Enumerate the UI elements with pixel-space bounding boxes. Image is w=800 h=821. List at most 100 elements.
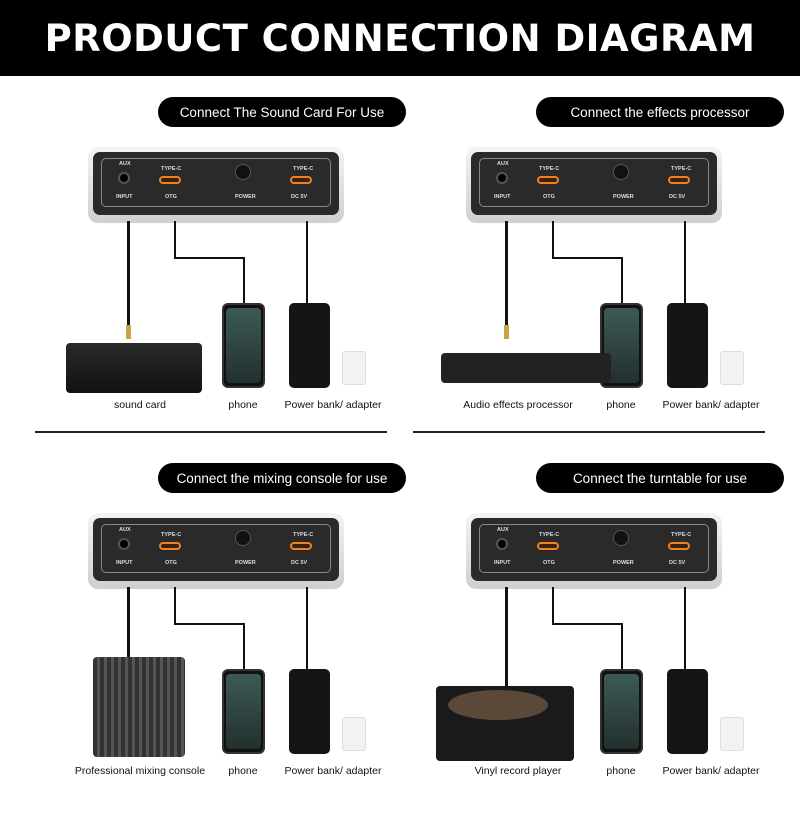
type-c-label: TYPE-C xyxy=(671,166,692,172)
input-label: INPUT xyxy=(116,194,133,200)
panel-outline xyxy=(479,524,709,573)
usb-c-otg-port-icon xyxy=(537,542,559,550)
power-label: POWER xyxy=(235,560,256,566)
otg-cable xyxy=(552,623,622,625)
power-bank-icon xyxy=(667,303,708,388)
dc-label: DC 5V xyxy=(669,194,686,200)
aux-label: AUX xyxy=(497,527,509,533)
aux-cable xyxy=(505,221,508,331)
otg-cable xyxy=(174,587,176,625)
section-heading: Connect the turntable for use xyxy=(536,463,784,493)
otg-cable xyxy=(174,623,244,625)
usb-c-otg-port-icon xyxy=(159,542,181,550)
section-heading: Connect The Sound Card For Use xyxy=(158,97,406,127)
section-heading: Connect the mixing console for use xyxy=(158,463,406,493)
phone-icon xyxy=(222,303,265,388)
source-label: Professional mixing console xyxy=(74,765,206,777)
phone-screen xyxy=(226,674,261,749)
power-adapter-icon xyxy=(342,717,366,751)
otg-cable xyxy=(621,623,623,669)
power-label: POWER xyxy=(613,560,634,566)
power-label: Power bank/ adapter xyxy=(284,765,382,777)
phone-screen xyxy=(226,308,261,383)
dc-cable xyxy=(306,221,308,303)
section-divider xyxy=(413,431,765,433)
type-c-label: TYPE-C xyxy=(671,532,692,538)
page-title: PRODUCT CONNECTION DIAGRAM xyxy=(0,0,800,76)
type-c-label: TYPE-C xyxy=(161,166,182,172)
power-bank-icon xyxy=(289,669,330,754)
dc-cable xyxy=(306,587,308,669)
power-label: POWER xyxy=(235,194,256,200)
power-knob-icon xyxy=(235,164,251,180)
power-label: Power bank/ adapter xyxy=(284,399,382,411)
aux-jack-icon xyxy=(496,538,508,550)
type-c-label: TYPE-C xyxy=(539,532,560,538)
aux-cable xyxy=(505,587,508,697)
aux-label: AUX xyxy=(119,161,131,167)
source-label: Vinyl record player xyxy=(474,765,562,777)
aux-label: AUX xyxy=(497,161,509,167)
input-label: INPUT xyxy=(494,560,511,566)
otg-cable xyxy=(552,587,554,625)
record-platter xyxy=(448,690,548,720)
otg-cable xyxy=(174,257,244,259)
phone-label: phone xyxy=(228,765,258,777)
source-label: Audio effects processor xyxy=(463,399,573,411)
usb-c-dc-port-icon xyxy=(290,176,312,184)
aux-jack-icon xyxy=(496,172,508,184)
phone-screen xyxy=(604,674,639,749)
power-adapter-icon xyxy=(720,351,744,385)
otg-cable xyxy=(621,257,623,303)
power-adapter-icon xyxy=(720,717,744,751)
usb-c-otg-port-icon xyxy=(159,176,181,184)
power-adapter-icon xyxy=(342,351,366,385)
otg-label: OTG xyxy=(543,560,555,566)
phone-label: phone xyxy=(606,399,636,411)
device-panel: AUX INPUT TYPE-C OTG POWER TYPE-C DC 5V xyxy=(471,518,717,581)
panel-outline xyxy=(479,158,709,207)
otg-cable xyxy=(243,623,245,669)
type-c-label: TYPE-C xyxy=(293,532,314,538)
aux-plug xyxy=(126,325,131,339)
aux-jack-icon xyxy=(118,172,130,184)
otg-cable xyxy=(243,257,245,303)
otg-cable xyxy=(552,221,554,259)
mixing-console-icon xyxy=(93,657,185,757)
aux-plug xyxy=(504,325,509,339)
input-label: INPUT xyxy=(494,194,511,200)
aux-cable xyxy=(127,587,130,697)
panel-outline xyxy=(101,524,331,573)
otg-label: OTG xyxy=(543,194,555,200)
otg-label: OTG xyxy=(165,560,177,566)
power-label: POWER xyxy=(613,194,634,200)
aux-label: AUX xyxy=(119,527,131,533)
type-c-label: TYPE-C xyxy=(161,532,182,538)
dc-label: DC 5V xyxy=(669,560,686,566)
power-bank-icon xyxy=(289,303,330,388)
type-c-label: TYPE-C xyxy=(293,166,314,172)
usb-c-otg-port-icon xyxy=(537,176,559,184)
aux-cable xyxy=(127,221,130,331)
phone-icon xyxy=(600,303,643,388)
dc-cable xyxy=(684,587,686,669)
dc-label: DC 5V xyxy=(291,560,308,566)
panel-outline xyxy=(101,158,331,207)
power-knob-icon xyxy=(613,530,629,546)
power-knob-icon xyxy=(235,530,251,546)
turntable-icon xyxy=(436,686,574,761)
audio-interface-device: AUX INPUT TYPE-C OTG POWER TYPE-C DC 5V xyxy=(466,513,722,589)
aux-jack-icon xyxy=(118,538,130,550)
power-bank-icon xyxy=(667,669,708,754)
power-knob-icon xyxy=(613,164,629,180)
otg-cable xyxy=(552,257,622,259)
section-heading: Connect the effects processor xyxy=(536,97,784,127)
